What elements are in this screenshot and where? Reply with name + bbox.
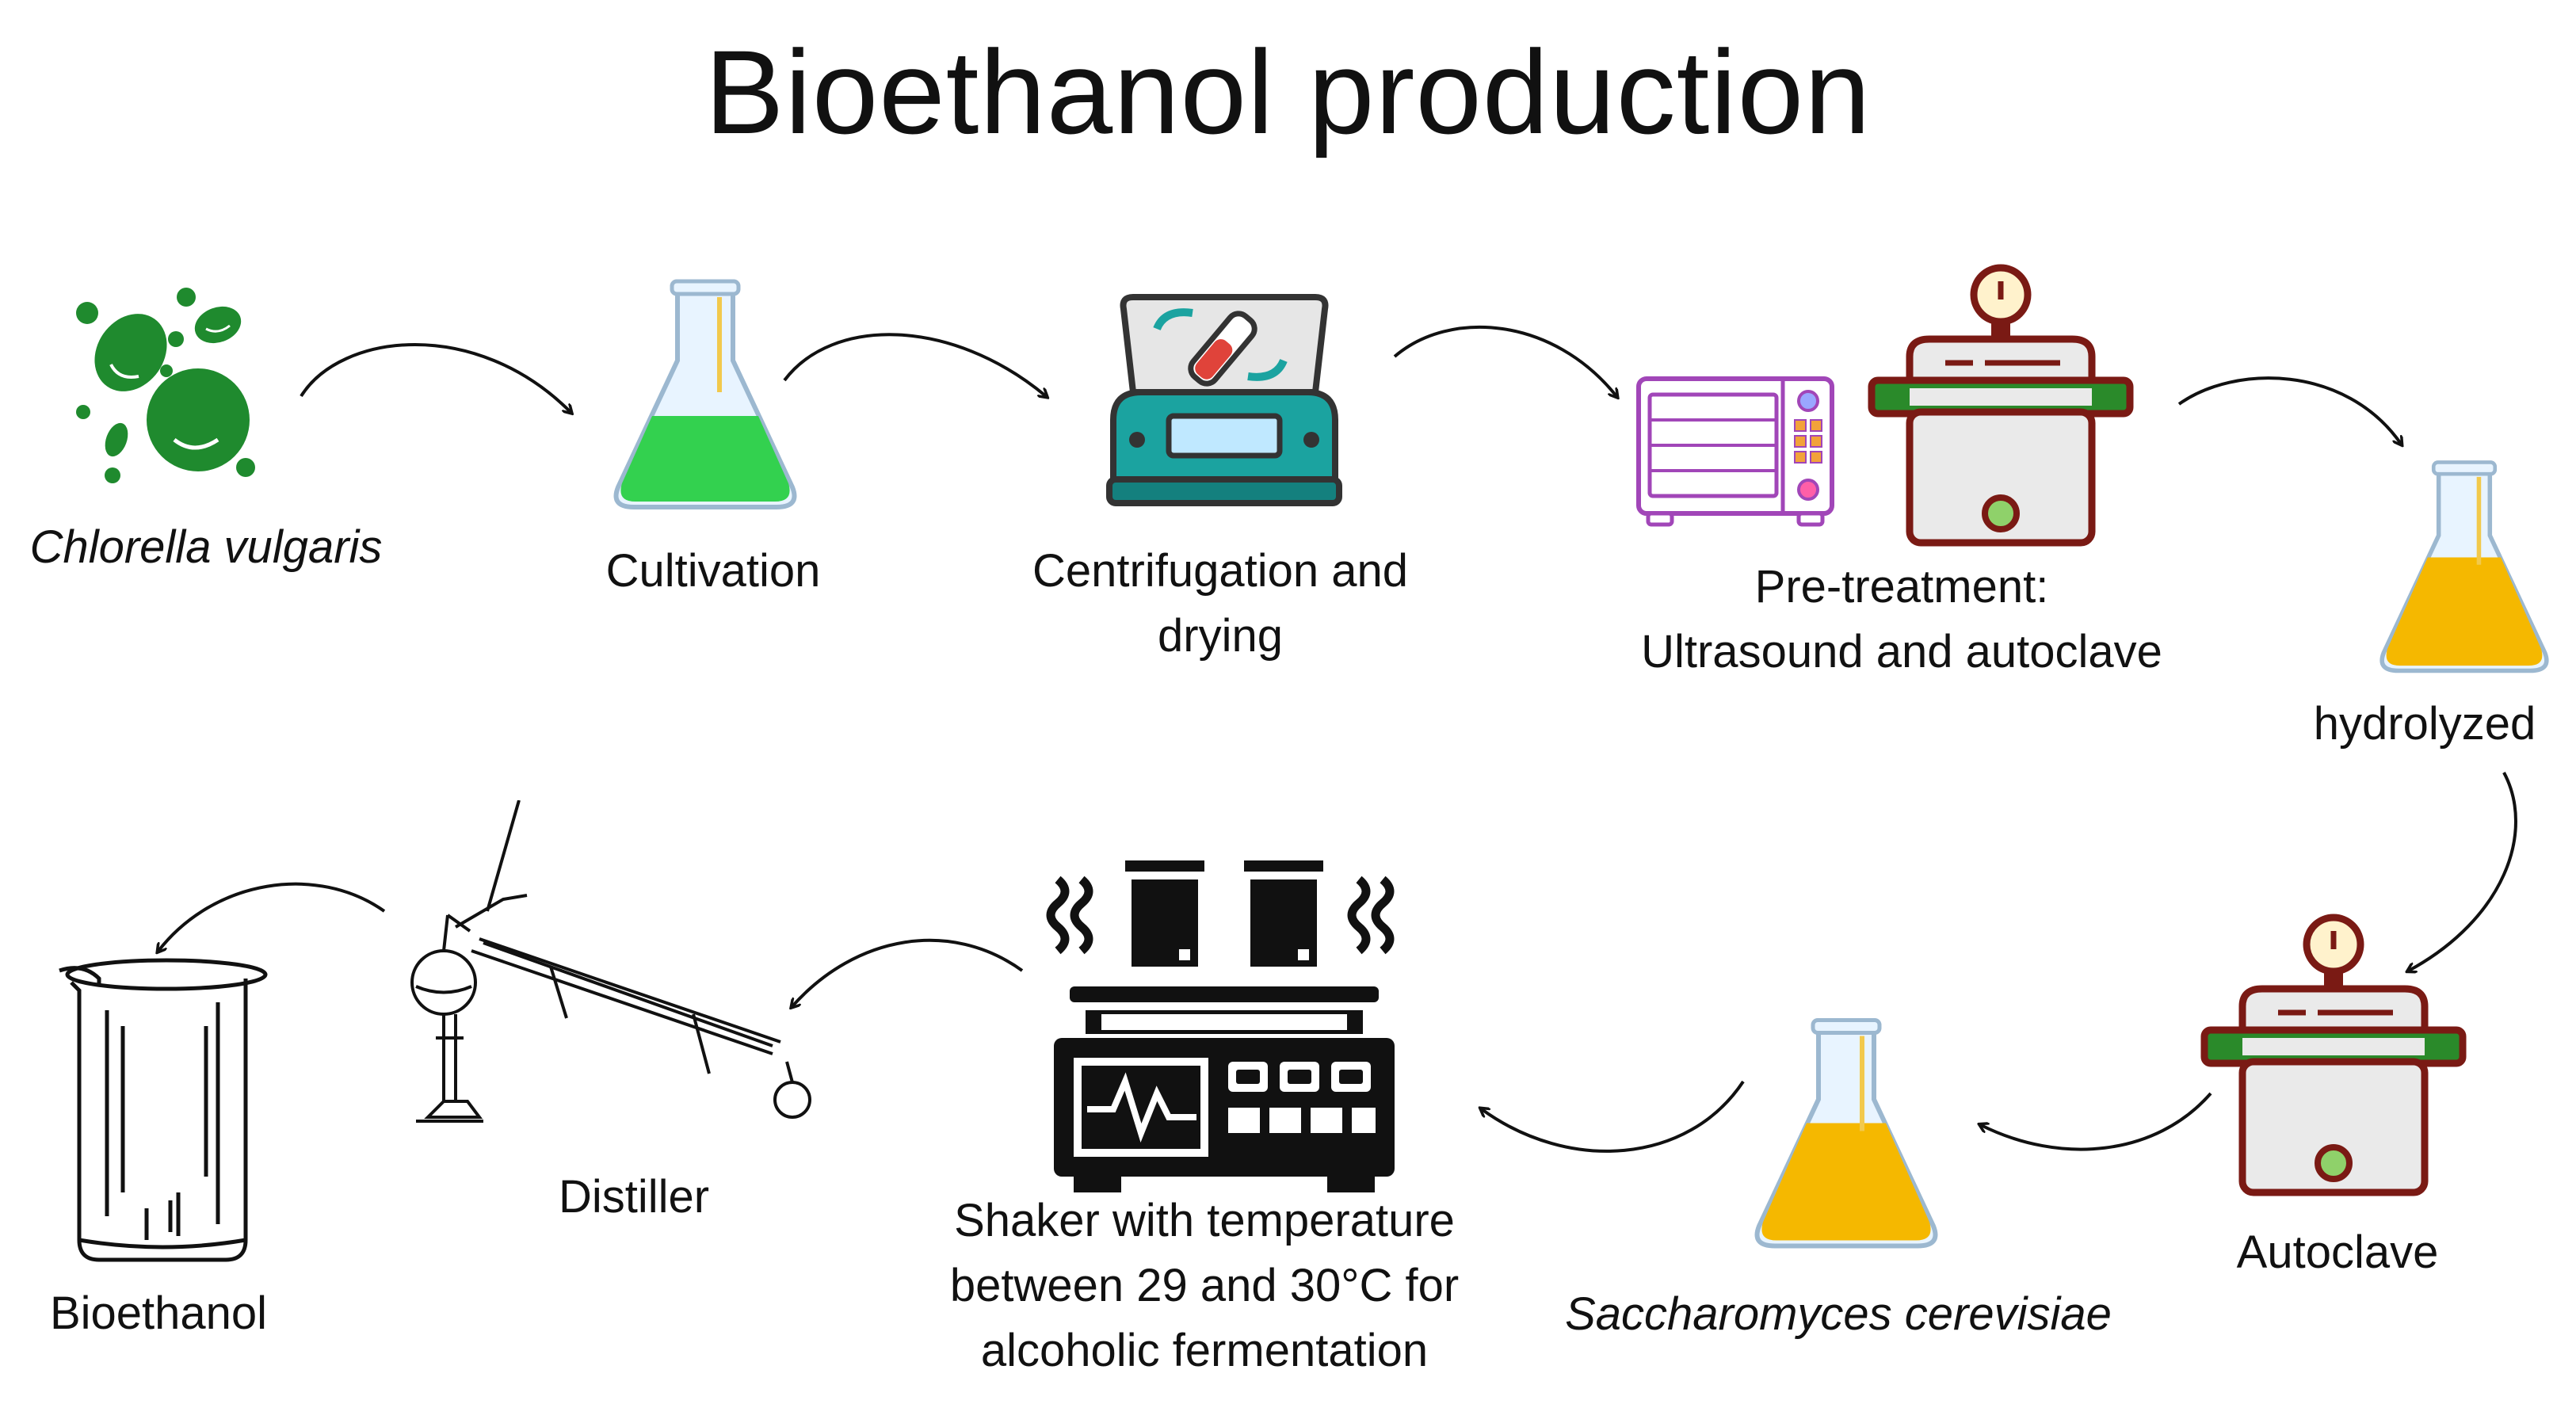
arrow-autoclave-to-saccharomyces xyxy=(1981,1092,2212,1151)
saccharomyces-flask-icon xyxy=(1754,1018,1938,1249)
centrifuge-icon xyxy=(1106,294,1342,506)
algae-cells-icon xyxy=(76,288,255,483)
arrow-chlorella-to-cultivation xyxy=(300,343,571,412)
ultrasound-device-icon xyxy=(1636,376,1834,527)
hydrolyzed-flask-icon xyxy=(2379,460,2549,673)
distiller-icon xyxy=(410,800,811,1123)
arrow-pretreatment-to-hydrolyzed xyxy=(2177,376,2401,444)
centrifugation-label-line2: drying xyxy=(1158,610,1283,662)
arrow-saccharomyces-to-shaker xyxy=(1482,1080,1745,1153)
centrifugation-label-line1: Centrifugation and xyxy=(1032,545,1408,597)
pretreatment-label-line1: Pre-treatment: xyxy=(1754,561,2049,612)
autoclave-label: Autoclave xyxy=(2236,1227,2439,1278)
arrow-cultivation-to-centrifugation xyxy=(783,333,1046,396)
cultivation-label: Cultivation xyxy=(605,545,821,597)
beaker-icon xyxy=(59,958,268,1262)
autoclave-icon xyxy=(1868,264,2134,547)
autoclave-icon xyxy=(2200,914,2467,1196)
arrow-shaker-to-distiller xyxy=(792,938,1024,1006)
hydrolyzed-label: hydrolyzed xyxy=(2313,698,2536,750)
distiller-label: Distiller xyxy=(558,1171,710,1223)
shaker-label-line3: alcoholic fermentation xyxy=(980,1325,1429,1376)
arrow-hydrolyzed-to-autoclave xyxy=(2409,772,2517,971)
cultivation-flask-icon xyxy=(613,279,797,509)
shaker-label-line1: Shaker with temperature xyxy=(954,1195,1455,1246)
bioethanol-label: Bioethanol xyxy=(49,1288,268,1339)
shaker-icon xyxy=(1046,860,1395,1192)
shaker-label-line2: between 29 and 30°C for xyxy=(949,1260,1460,1311)
saccharomyces-label: Saccharomyces cerevisiae xyxy=(1565,1288,2112,1340)
arrow-distiller-to-bioethanol xyxy=(158,882,386,951)
chlorella-label: Chlorella vulgaris xyxy=(29,521,383,573)
page-title: Bioethanol production xyxy=(704,25,1872,158)
arrow-centrifugation-to-pretreatment xyxy=(1393,325,1616,396)
pretreatment-label-line2: Ultrasound and autoclave xyxy=(1641,626,2162,677)
